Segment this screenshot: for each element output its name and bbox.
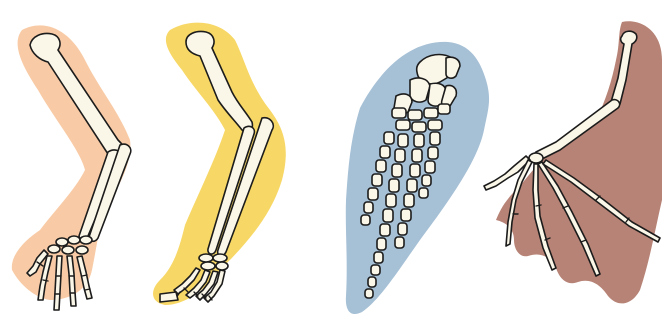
flipper-panel	[346, 42, 489, 314]
bat-wing-panel	[484, 21, 662, 303]
foreleg-panel	[153, 23, 286, 305]
human-arm-panel	[12, 25, 131, 310]
